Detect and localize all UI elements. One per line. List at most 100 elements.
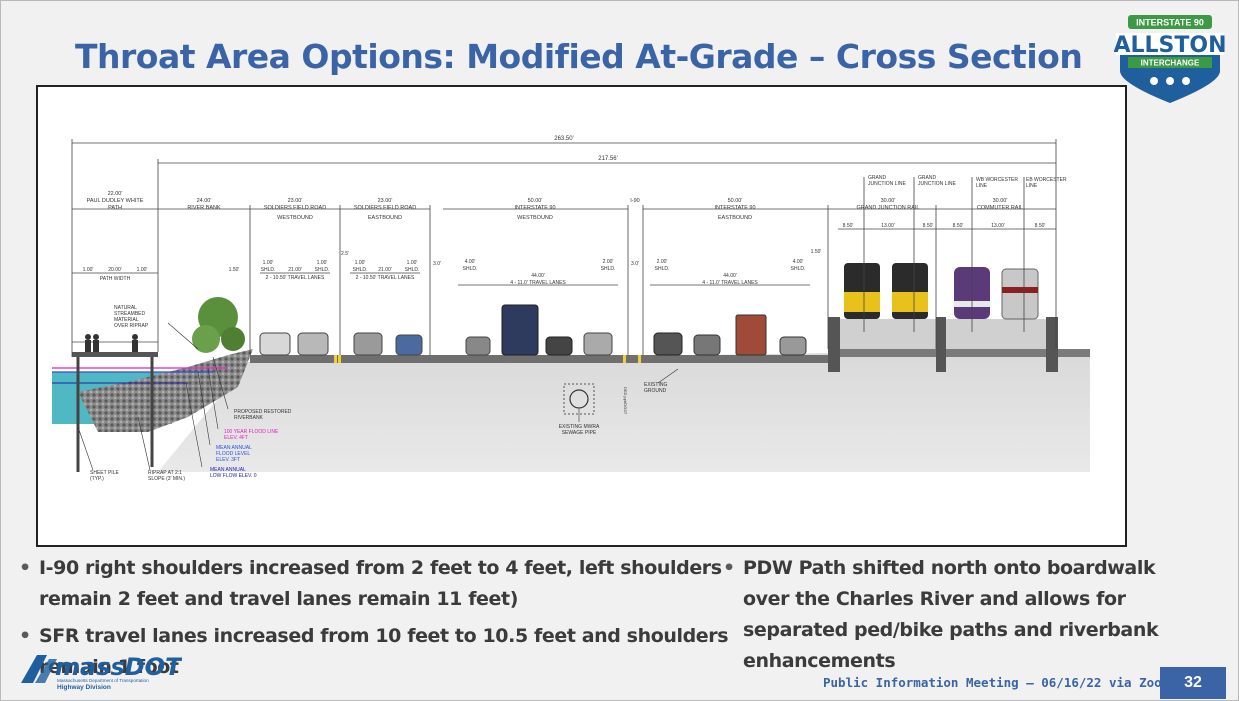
section-dim: 24.00': [197, 198, 212, 204]
bullet-text: PDW Path shifted north onto boardwalk ov…: [743, 557, 1159, 672]
logo-main-band: [1116, 33, 1224, 55]
rail-subdim: 8.50': [843, 223, 854, 229]
path-shoulder-r: 1.00': [137, 267, 148, 273]
car-icon: [693, 334, 721, 356]
logo-train-icon: [1182, 77, 1190, 85]
rail-line-label: EB WORCESTER: [1026, 177, 1067, 183]
section-dim: 50.00': [528, 198, 543, 204]
car-icon: [779, 336, 807, 356]
existing-ground-note: EXISTING: [644, 382, 667, 388]
section-name: INTERSTATE 90: [714, 205, 755, 211]
lane-stripe: [623, 355, 626, 363]
section-name2: PATH: [108, 205, 122, 211]
pedestrian-figure: [93, 334, 99, 340]
page-number: 32: [1160, 667, 1226, 699]
footer-meeting-text: Public Information Meeting – 06/16/22 vi…: [823, 675, 1170, 690]
section-name2: EASTBOUND: [718, 215, 752, 221]
i90-eb-lanes-lbl: 4 - 11.0' TRAVEL LANES: [702, 280, 758, 286]
dimension-lines: [71, 139, 1057, 357]
logo-pedestrian-icon: [1150, 77, 1158, 85]
rail-line-label: LINE: [976, 183, 988, 189]
car-icon: [583, 332, 613, 356]
bullet-text: I-90 right shoulders increased from 2 fe…: [39, 557, 722, 610]
section-dim: 30.00': [993, 198, 1008, 204]
path-shoulder-l: 1.00': [83, 267, 94, 273]
car-icon: [465, 336, 491, 356]
bullet-text: SFR travel lanes increased from 10 feet …: [39, 625, 729, 678]
section-dim: 23.00': [378, 198, 393, 204]
massdot-sub1: Massachusetts Department of Transportati…: [57, 678, 149, 683]
rail-subdim: 8.50': [923, 223, 934, 229]
path-width-dim: 20.00': [108, 267, 122, 273]
section-dim: 23.00': [288, 198, 303, 204]
small-dim: 2.5': [341, 251, 349, 257]
slide-title: Throat Area Options: Modified At-Grade –…: [75, 37, 1083, 76]
rail-line-label: JUNCTION LINE: [868, 181, 906, 187]
massdot-logo: massDOT Massachusetts Department of Tran…: [21, 653, 182, 691]
massdot-sub2: Highway Division: [57, 684, 111, 691]
rail-line-label: GRAND: [918, 175, 936, 181]
leader-lines: [77, 322, 679, 471]
section-name: SOLDIERS FIELD ROAD: [354, 205, 416, 211]
low-flow-note: LOW FLOW ELEV. 0: [210, 473, 257, 479]
inner-width-label: 217.56': [598, 156, 618, 162]
bullet-item: • SFR travel lanes increased from 10 fee…: [19, 621, 739, 683]
sewage-pipe-outline: [563, 383, 595, 415]
rail-subdim: 13.00': [881, 223, 895, 229]
section-name: INTERSTATE 90: [514, 205, 555, 211]
lane-stripe: [638, 355, 641, 363]
center-label: I-90: [630, 198, 639, 204]
i90-eb-shld-l: 2.00': [657, 259, 668, 265]
rail-embankment: [840, 319, 936, 349]
sfr-wb-shld-l-lbl: SHLD.: [261, 267, 276, 273]
sewage-pipe-icon: [569, 389, 589, 409]
retaining-wall: [936, 317, 946, 372]
section-name: SOLDIERS FIELD ROAD: [264, 205, 326, 211]
logo-top-text: INTERSTATE 90: [1136, 18, 1204, 28]
section-name: RIVER BANK: [187, 205, 221, 211]
commuter-coach-icon: [1001, 268, 1039, 320]
pedestrian-figure: [85, 340, 91, 352]
sfr-eb-lanes: 21.00': [378, 267, 392, 273]
restored-riverbank-note: RIVERBANK: [234, 415, 264, 421]
section-dim: 30.00': [881, 198, 896, 204]
natural-streambed-note: OVER RIPRAP: [114, 323, 149, 329]
sfr-wb-shld-r: 1.00': [317, 260, 328, 266]
lane-stripe: [338, 355, 341, 363]
small-dim: 1.50': [811, 249, 822, 255]
rail-line-label: WB WORCESTER: [976, 177, 1018, 183]
roadway-deck: [250, 355, 828, 363]
i90-wb-lanes-lbl: 4 - 11.0' TRAVEL LANES: [510, 280, 566, 286]
car-icon: [653, 332, 683, 356]
sfr-eb-lanes-lbl: 2 - 10.50' TRAVEL LANES: [356, 275, 415, 281]
rail-subdim: 13.00': [991, 223, 1005, 229]
sfr-eb-shld-l-lbl: SHLD.: [353, 267, 368, 273]
sewage-pipe-note: SEWAGE PIPE: [562, 430, 597, 436]
sfr-wb-shld-r-lbl: SHLD.: [315, 267, 330, 273]
overall-width-label: 263.50': [554, 136, 574, 142]
section-dim: 50.00': [728, 198, 743, 204]
annual-flood-note: FLOOD LEVEL: [216, 451, 250, 457]
locomotive-stripe: [892, 292, 928, 312]
riprap-slope: [78, 349, 253, 432]
low-flow-note: MEAN ANNUAL: [210, 467, 246, 473]
lane-stripe: [334, 355, 337, 363]
sfr-eb-shld-l: 1.00': [355, 260, 366, 266]
section-dim: 22.00': [108, 191, 123, 197]
rail-line-label: LINE: [1026, 183, 1038, 189]
sfr-eb-shld-r-lbl: SHLD.: [405, 267, 420, 273]
flood-line-note: 100 YEAR FLOOD LINE: [224, 429, 279, 435]
flood-line-note: ELEV. 4FT: [224, 435, 248, 441]
rail-subdim: 8.50': [953, 223, 964, 229]
sfr-eb-shld-r: 1.00': [407, 260, 418, 266]
small-dim: 3.0': [433, 261, 441, 267]
section-name: PAUL DUDLEY WHITE: [87, 198, 144, 204]
commuter-coach-stripe: [1002, 287, 1038, 293]
rail-deck: [828, 349, 1090, 357]
bullet-item: • PDW Path shifted north onto boardwalk …: [723, 553, 1193, 677]
small-dim: 1.50': [229, 267, 240, 273]
i90-wb-shld-l: 4.00': [465, 259, 476, 265]
logo-top-banner: [1128, 15, 1212, 29]
annual-flood-note: MEAN ANNUAL: [216, 445, 252, 451]
